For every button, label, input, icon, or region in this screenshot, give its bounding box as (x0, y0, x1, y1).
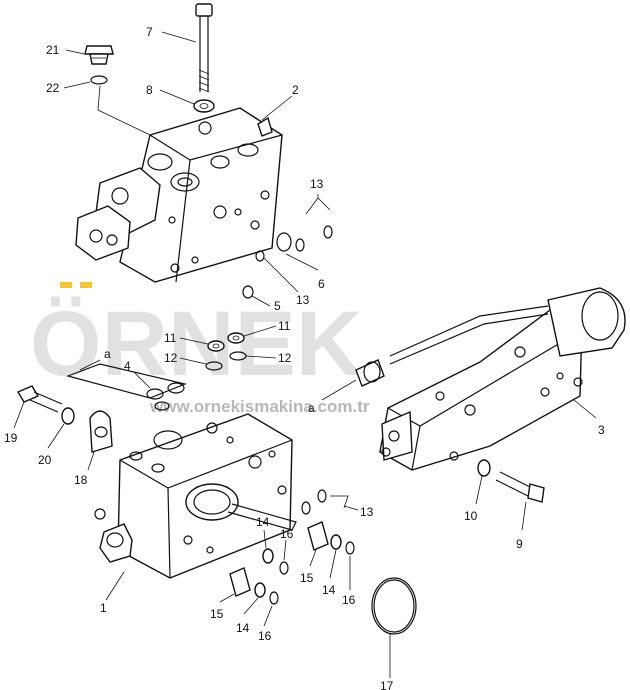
label-part-13-mid: 13 (296, 293, 310, 307)
part-21-plug (84, 45, 114, 65)
label-part-2: 2 (292, 83, 299, 97)
label-ref-a-left: a (104, 347, 111, 361)
label-part-12-left: 12 (164, 351, 178, 365)
part-20-washer (61, 407, 75, 425)
part-10-washer (477, 459, 491, 477)
watermark-accent (60, 282, 72, 288)
label-part-11-left: 11 (164, 331, 177, 345)
label-part-13-upper: 13 (310, 177, 324, 191)
label-ref-a-right: a (308, 401, 315, 415)
label-part-16-lower: 16 (258, 629, 272, 643)
label-part-1: 1 (100, 601, 107, 615)
label-part-16-right: 16 (342, 593, 356, 607)
label-part-10: 10 (464, 509, 478, 523)
part-1-valve-body (94, 413, 297, 579)
label-part-12-right: 12 (278, 351, 292, 365)
label-part-18: 18 (74, 473, 88, 487)
part-3-actuator (355, 287, 626, 471)
label-part-11-right: 11 (278, 319, 291, 333)
part-8-washer (193, 99, 215, 113)
part-5-oring (242, 285, 254, 299)
label-part-13-lower: 13 (360, 505, 374, 519)
part-13-orings-upper (295, 197, 333, 252)
part-19-bolt (16, 385, 63, 413)
label-part-6: 6 (318, 277, 325, 291)
part-7-bolt (195, 3, 213, 93)
label-part-4: 4 (124, 359, 131, 373)
parts-14-16-middle (262, 548, 289, 575)
part-17-large-oring-inner (373, 579, 415, 633)
label-part-16-middle: 16 (280, 527, 294, 541)
label-part-14-right: 14 (322, 583, 336, 597)
label-part-3: 3 (598, 423, 605, 437)
watermark-brand: ÖRNEK (30, 293, 362, 395)
part-2-valve-block (75, 107, 283, 283)
part-18-clip (89, 410, 113, 453)
label-part-15-right: 15 (300, 571, 314, 585)
part-17-large-oring (371, 577, 417, 635)
label-part-14-middle: 14 (256, 515, 270, 529)
label-part-9: 9 (516, 537, 523, 551)
parts-14-15-16-lower (229, 567, 279, 605)
leader-lines (13, 31, 597, 678)
part-4-gasket (66, 363, 187, 411)
part-8-washer-hole (199, 103, 209, 109)
label-part-15-lower: 15 (210, 607, 224, 621)
label-part-8: 8 (146, 83, 153, 97)
part-6-oring (276, 232, 292, 252)
label-part-21: 21 (46, 43, 60, 57)
part-22-oring (90, 75, 108, 85)
parts-11-12-seals (205, 332, 247, 371)
label-part-17: 17 (380, 679, 394, 690)
label-part-19: 19 (4, 431, 18, 445)
label-part-22: 22 (46, 81, 60, 95)
label-part-7: 7 (146, 25, 153, 39)
part-13-orings-lower (301, 489, 349, 515)
part-13-oring-mid (255, 250, 265, 262)
watermark: ÖRNEK www.ornekismakina.com.tr (30, 282, 370, 416)
part-9-bolt (495, 471, 545, 503)
label-part-20: 20 (38, 453, 52, 467)
parts-14-15-16-right (307, 521, 355, 555)
label-part-5: 5 (274, 299, 281, 313)
label-part-14-lower: 14 (236, 621, 250, 635)
watermark-url: www.ornekismakina.com.tr (149, 397, 370, 416)
watermark-accent-2 (80, 282, 92, 288)
part-number-labels: 7 21 22 8 2 13 6 13 5 11 11 12 12 a 4 a … (4, 25, 605, 690)
